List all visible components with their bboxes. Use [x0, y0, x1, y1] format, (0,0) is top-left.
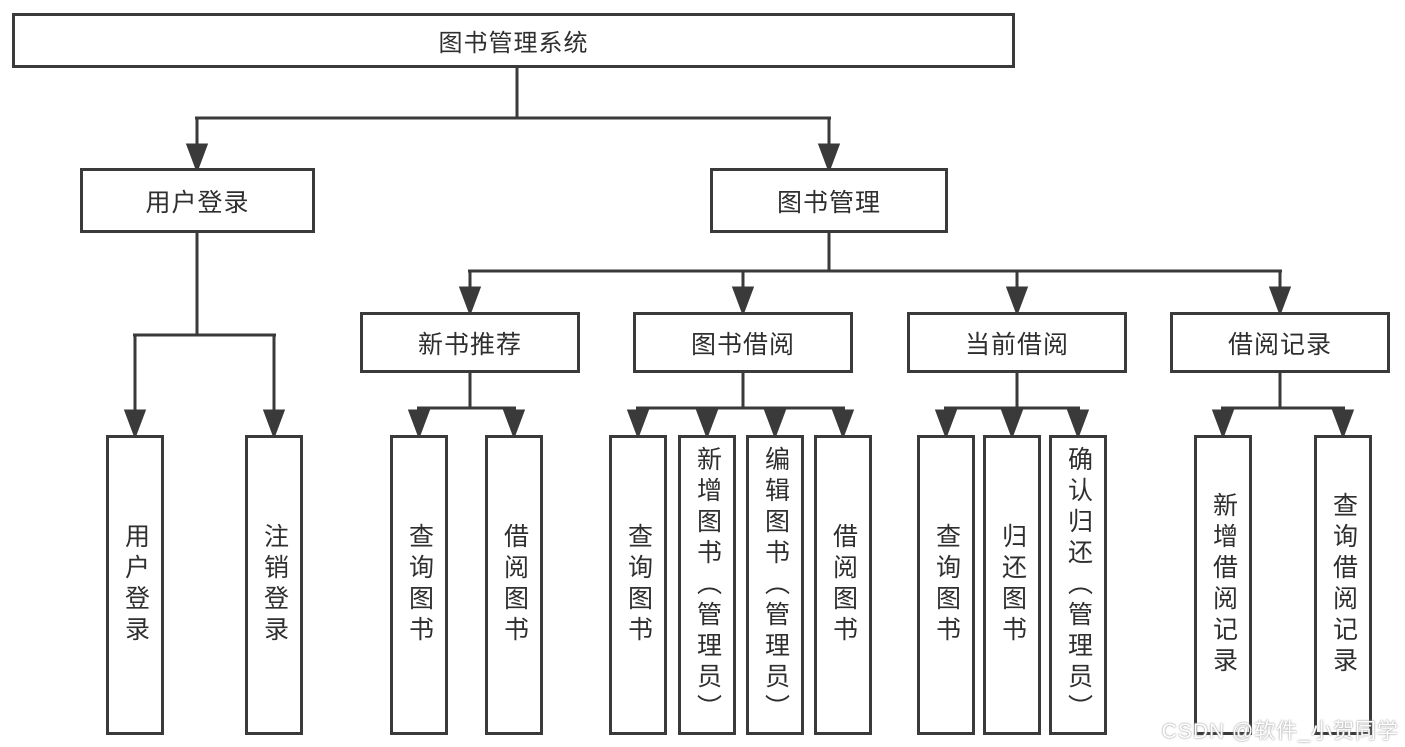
leaf-user-login: 用户登录: [106, 435, 164, 735]
leaf-edit-books-admin: 编辑图书（管理员）: [746, 435, 804, 735]
edge-user-login-children: [123, 232, 286, 440]
node-library-management-system: 图书管理系统: [12, 13, 1015, 68]
leaf-query-books-recommend: 查询图书: [390, 435, 448, 735]
leaf-return-books: 归还图书: [983, 435, 1041, 735]
node-book-management: 图书管理: [710, 168, 948, 233]
csdn-watermark: CSDN @软件_小贺同学: [1161, 720, 1399, 743]
leaf-confirm-return-admin: 确认归还（管理员）: [1049, 435, 1107, 735]
leaf-query-books-current: 查询图书: [917, 435, 975, 735]
edge-new-book-recommend-children: [407, 373, 526, 440]
edge-root-to-level2: [185, 68, 841, 174]
node-current-borrow: 当前借阅: [907, 312, 1127, 373]
node-new-book-recommend: 新书推荐: [360, 312, 580, 373]
node-user-login: 用户登录: [80, 168, 315, 233]
leaf-query-borrow-record: 查询借阅记录: [1314, 435, 1372, 735]
leaf-borrow-books-recommend: 借阅图书: [485, 435, 543, 735]
leaf-query-books-borrow: 查询图书: [609, 435, 667, 735]
leaf-add-borrow-record: 新增借阅记录: [1194, 435, 1252, 735]
leaf-borrow-books: 借阅图书: [814, 435, 872, 735]
edge-current-borrow-children: [934, 373, 1090, 440]
node-borrow-records: 借阅记录: [1170, 312, 1390, 373]
node-book-borrow: 图书借阅: [633, 312, 853, 373]
edge-borrow-records-children: [1211, 373, 1355, 440]
edge-book-borrow-children: [626, 373, 855, 440]
edge-book-management-children: [458, 232, 1292, 317]
leaf-logout: 注销登录: [245, 435, 303, 735]
leaf-add-books-admin: 新增图书（管理员）: [678, 435, 736, 735]
